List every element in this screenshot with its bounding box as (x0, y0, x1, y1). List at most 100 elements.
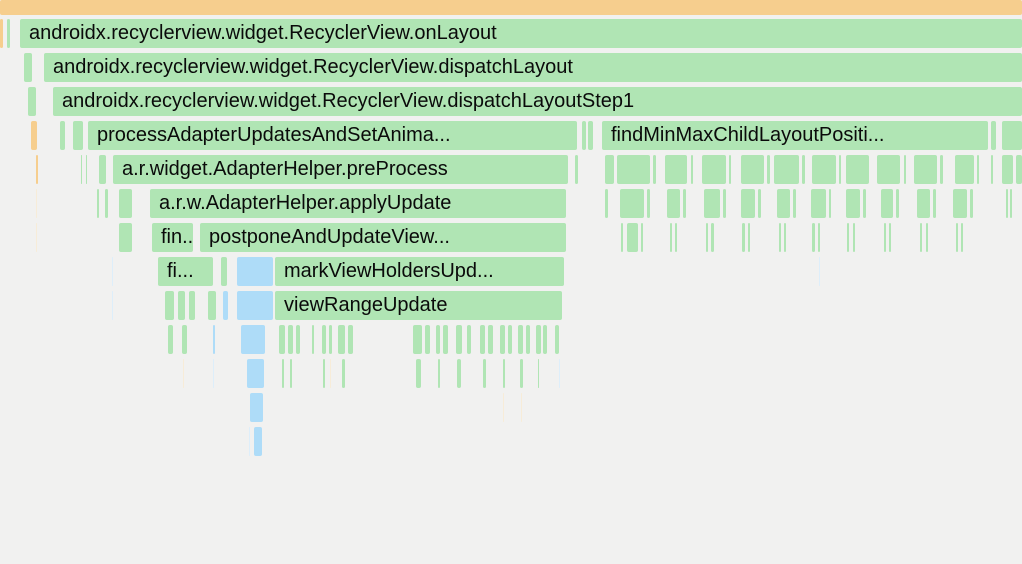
flame-frame-sliver[interactable] (896, 189, 899, 218)
flame-frame-sliver[interactable] (706, 223, 708, 252)
flame-frame-sliver[interactable] (438, 359, 440, 388)
flame-frame-sliver[interactable] (28, 87, 36, 116)
flame-frame-sliver[interactable] (802, 155, 805, 184)
flame-frame-sliver[interactable] (819, 257, 820, 286)
flame-frame-sliver[interactable] (518, 325, 523, 354)
flame-frame-sliver[interactable] (811, 189, 826, 218)
flame-frame-sliver[interactable] (846, 155, 869, 184)
flame-frame-sliver[interactable] (81, 155, 82, 184)
flame-frame[interactable]: fin... (152, 223, 193, 252)
flame-frame-sliver[interactable] (296, 325, 300, 354)
flame-frame-sliver[interactable] (543, 325, 547, 354)
flame-frame-sliver[interactable] (338, 325, 345, 354)
flame-frame-sliver[interactable] (847, 223, 849, 252)
flame-frame-sliver[interactable] (165, 291, 174, 320)
flame-frame-sliver[interactable] (86, 155, 87, 184)
flame-frame-sliver[interactable] (889, 223, 891, 252)
flame-frame-sliver[interactable] (704, 189, 720, 218)
flame-frame-sliver[interactable] (288, 325, 293, 354)
flame-frame-sliver[interactable] (237, 257, 273, 286)
flame-frame-sliver[interactable] (189, 291, 195, 320)
flame-frame-sliver[interactable] (538, 359, 539, 388)
flame-frame[interactable]: a.r.w.AdapterHelper.applyUpdate (150, 189, 566, 218)
flame-frame-sliver[interactable] (416, 359, 421, 388)
flame-frame-sliver[interactable] (729, 155, 731, 184)
flame-frame-sliver[interactable] (503, 393, 504, 422)
flame-frame-sliver[interactable] (119, 189, 132, 218)
flame-frame-sliver[interactable] (961, 223, 963, 252)
flame-frame-sliver[interactable] (667, 189, 680, 218)
flame-frame-sliver[interactable] (904, 155, 906, 184)
flame-frame-sliver[interactable] (60, 121, 65, 150)
flame-frame-sliver[interactable] (7, 19, 10, 48)
flame-frame-sliver[interactable] (436, 325, 440, 354)
flame-frame-sliver[interactable] (691, 155, 693, 184)
flame-frame-sliver[interactable] (237, 291, 273, 320)
flame-frame-sliver[interactable] (605, 189, 608, 218)
flame-frame-sliver[interactable] (914, 155, 937, 184)
flame-frame-sliver[interactable] (223, 291, 228, 320)
flame-frame-sliver[interactable] (342, 359, 345, 388)
flame-frame-sliver[interactable] (254, 427, 262, 456)
flame-frame-sliver[interactable] (112, 291, 113, 320)
flame-frame-sliver[interactable] (241, 325, 265, 354)
flame-frame[interactable]: viewRangeUpdate (275, 291, 562, 320)
flame-frame-sliver[interactable] (742, 223, 745, 252)
flame-frame-sliver[interactable] (457, 359, 461, 388)
flame-frame-sliver[interactable] (99, 155, 106, 184)
flame-frame-sliver[interactable] (991, 155, 993, 184)
flame-frame-sliver[interactable] (1002, 155, 1013, 184)
flame-frame-sliver[interactable] (588, 121, 593, 150)
flame-frame-sliver[interactable] (846, 189, 860, 218)
flame-frame-sliver[interactable] (839, 155, 841, 184)
flame-frame-sliver[interactable] (168, 325, 173, 354)
flame-frame-sliver[interactable] (920, 223, 922, 252)
flame-frame-sliver[interactable] (178, 291, 185, 320)
flame-frame-sliver[interactable] (617, 155, 650, 184)
flame-frame-sliver[interactable] (483, 359, 486, 388)
flame-frame-sliver[interactable] (322, 325, 326, 354)
flame-frame-sliver[interactable] (970, 189, 973, 218)
flame-frame-sliver[interactable] (605, 155, 614, 184)
flame-frame-sliver[interactable] (777, 189, 790, 218)
flame-frame-sliver[interactable] (784, 223, 786, 252)
flame-frame-sliver[interactable] (670, 223, 672, 252)
flame-frame-sliver[interactable] (329, 325, 332, 354)
flame-frame-sliver[interactable] (853, 223, 855, 252)
flame-frame-sliver[interactable] (208, 291, 216, 320)
flame-frame-sliver[interactable] (413, 325, 422, 354)
flame-frame-sliver[interactable] (348, 325, 353, 354)
flame-frame-sliver[interactable] (818, 223, 820, 252)
flame-frame-sliver[interactable] (182, 325, 187, 354)
flame-frame[interactable]: postponeAndUpdateView... (200, 223, 566, 252)
flame-frame-sliver[interactable] (467, 325, 471, 354)
flame-frame-sliver[interactable] (105, 189, 108, 218)
flame-frame-sliver[interactable] (956, 223, 958, 252)
flame-frame-sliver[interactable] (723, 189, 726, 218)
flame-frame-sliver[interactable] (774, 155, 799, 184)
flame-frame-sliver[interactable] (443, 325, 448, 354)
flame-frame-sliver[interactable] (917, 189, 930, 218)
flame-frame-sliver[interactable] (330, 359, 331, 388)
flame-frame-sliver[interactable] (536, 325, 541, 354)
flame-frame[interactable]: androidx.recyclerview.widget.RecyclerVie… (44, 53, 1022, 82)
flame-frame-sliver[interactable] (503, 359, 505, 388)
flame-frame[interactable]: fi... (158, 257, 213, 286)
flame-frame-sliver[interactable] (779, 223, 781, 252)
flame-frame-sliver[interactable] (425, 325, 430, 354)
flame-frame-sliver[interactable] (247, 359, 264, 388)
flame-frame-sliver[interactable] (1010, 189, 1012, 218)
flame-frame-sliver[interactable] (955, 155, 974, 184)
flame-frame-sliver[interactable] (741, 189, 755, 218)
flame-frame-sliver[interactable] (793, 189, 796, 218)
flame-frame-sliver[interactable] (456, 325, 462, 354)
flame-frame-sliver[interactable] (312, 325, 314, 354)
flame-frame-sliver[interactable] (812, 223, 815, 252)
flame-frame-sliver[interactable] (508, 325, 512, 354)
flame-frame-sliver[interactable] (0, 19, 3, 48)
flame-frame-sliver[interactable] (555, 325, 559, 354)
flame-frame-sliver[interactable] (812, 155, 836, 184)
flame-frame-sliver[interactable] (36, 189, 37, 218)
flame-frame-sliver[interactable] (249, 427, 250, 456)
flame-frame[interactable]: markViewHoldersUpd... (275, 257, 564, 286)
